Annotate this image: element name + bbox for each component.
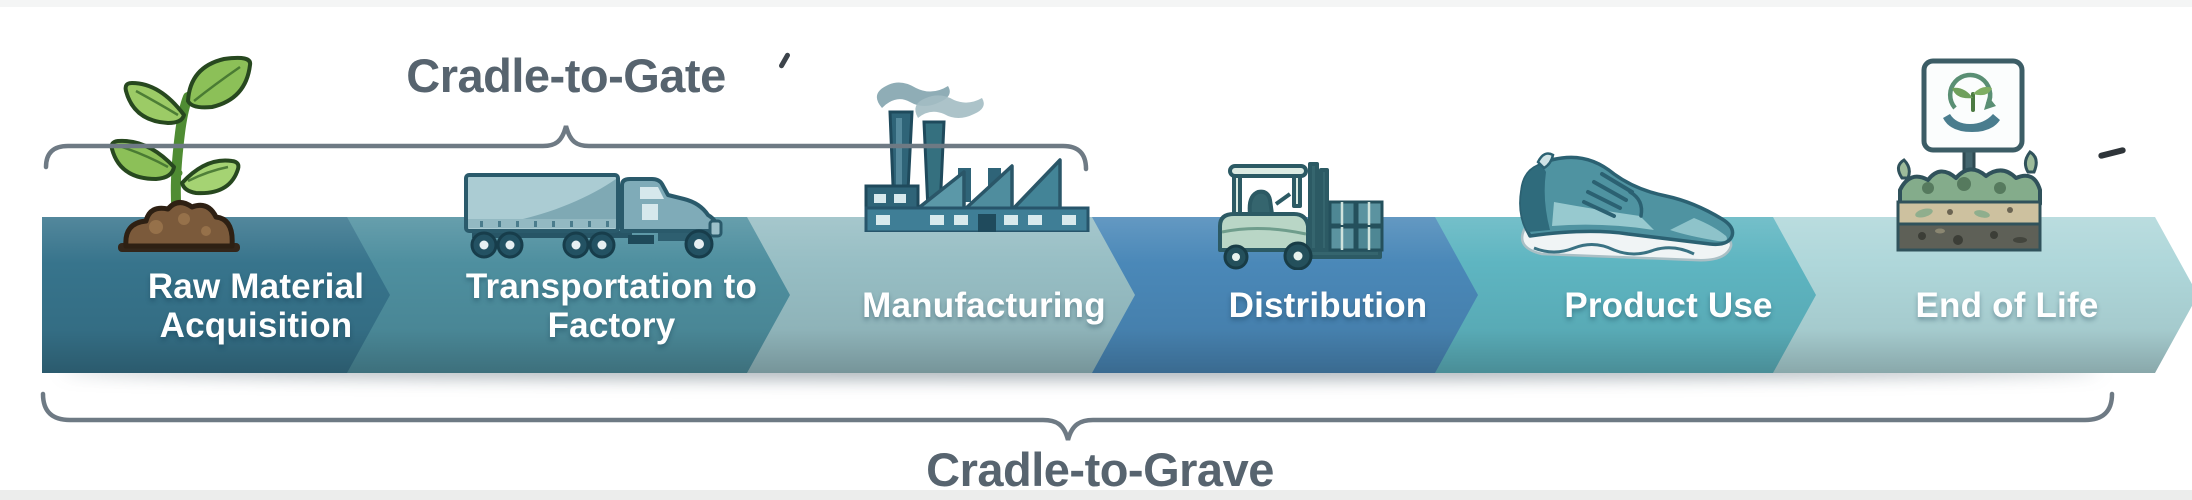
seedling-icon xyxy=(109,55,253,252)
sneaker-icon xyxy=(1519,152,1735,262)
compost-mound xyxy=(1896,150,2042,252)
cradle-to-grave-title: Cradle-to-Grave xyxy=(926,443,1274,496)
top-edge-artifact xyxy=(0,0,2192,7)
truck-icon xyxy=(464,173,723,259)
stage-label: Raw Material Acquisition xyxy=(147,266,365,345)
chevron-stage-raw-material: Raw Material Acquisition xyxy=(42,217,450,373)
forklift-icon xyxy=(1218,162,1384,270)
stray-tick-mark xyxy=(778,51,791,70)
stage-label: Transportation to Factory xyxy=(465,266,758,345)
compost-sign-icon xyxy=(1896,58,2042,252)
stage-label: Product Use xyxy=(1564,286,1773,326)
chevron-stage-end-of-life: End of Life xyxy=(1773,217,2192,373)
factory-icon xyxy=(864,82,1090,232)
stray-dash-mark xyxy=(2097,146,2127,160)
chevron-stage-manufacturing: Manufacturing xyxy=(747,217,1178,373)
cradle-to-grave-brace xyxy=(40,391,2115,441)
laces xyxy=(1582,172,1634,218)
truck-wheels xyxy=(470,229,714,259)
stage-label: End of Life xyxy=(1915,286,2099,326)
stage-label: Distribution xyxy=(1228,286,1428,326)
factory-windows xyxy=(874,194,1076,225)
cradle-to-gate-title: Cradle-to-Gate xyxy=(406,49,726,102)
stage-label: Manufacturing xyxy=(862,286,1106,326)
pallet-boxes xyxy=(1328,200,1384,252)
